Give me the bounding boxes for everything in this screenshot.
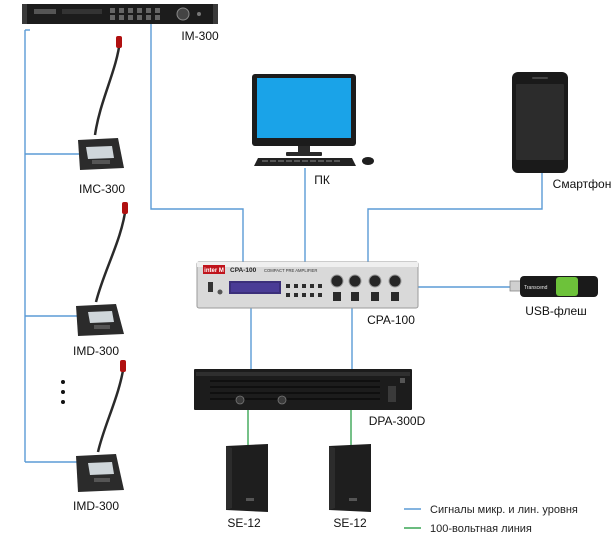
more-devices-dots <box>61 380 65 404</box>
imc300-label: IMC-300 <box>79 182 125 196</box>
cpa100-label: CPA-100 <box>367 313 415 327</box>
imc300-device[interactable] <box>78 36 124 170</box>
smartphone-to-cpa100-line <box>367 172 543 262</box>
im300-label: IM-300 <box>181 29 219 43</box>
im300-to-cpa100-line <box>150 24 244 262</box>
legend-signal-label: Сигналы микр. и лин. уровня <box>430 504 578 516</box>
legend: Сигналы микр. и лин. уровня 100-вольтная… <box>404 504 578 535</box>
imd300-1-label: IMD-300 <box>73 344 119 358</box>
usb-flash-device[interactable]: Transcend <box>509 276 598 297</box>
cpa100-subtitle: COMPACT PRE AMPLIFIER <box>264 268 317 273</box>
se12-2-device[interactable] <box>329 444 371 512</box>
pc-device[interactable] <box>252 74 374 166</box>
imd300-2-device[interactable] <box>76 360 126 492</box>
smartphone-device[interactable] <box>512 72 568 173</box>
usb-label: USB-флеш <box>525 304 587 318</box>
se12-2-label: SE-12 <box>333 516 367 530</box>
cpa100-model-text: CPA-100 <box>230 267 257 274</box>
speaker-connections <box>247 410 352 445</box>
dpa300d-label: DPA-300D <box>369 414 426 428</box>
pc-label: ПК <box>314 173 330 187</box>
cpa100-device[interactable]: inter M CPA-100 COMPACT PRE AMPLIFIER <box>196 261 419 309</box>
legend-100v-label: 100-вольтная линия <box>430 523 532 535</box>
dpa300d-device[interactable] <box>194 369 412 410</box>
imd300-1-device[interactable] <box>76 202 128 336</box>
smartphone-label: Смартфон <box>553 177 612 191</box>
usb-brand: Transcend <box>524 285 548 291</box>
se12-1-label: SE-12 <box>227 516 261 530</box>
cpa100-brand: inter M <box>204 268 224 274</box>
cpa100-knobs <box>330 274 402 301</box>
se12-1-device[interactable] <box>226 444 268 512</box>
im300-device[interactable] <box>22 4 218 24</box>
imd300-2-label: IMD-300 <box>73 499 119 513</box>
signal-connections <box>24 24 543 463</box>
